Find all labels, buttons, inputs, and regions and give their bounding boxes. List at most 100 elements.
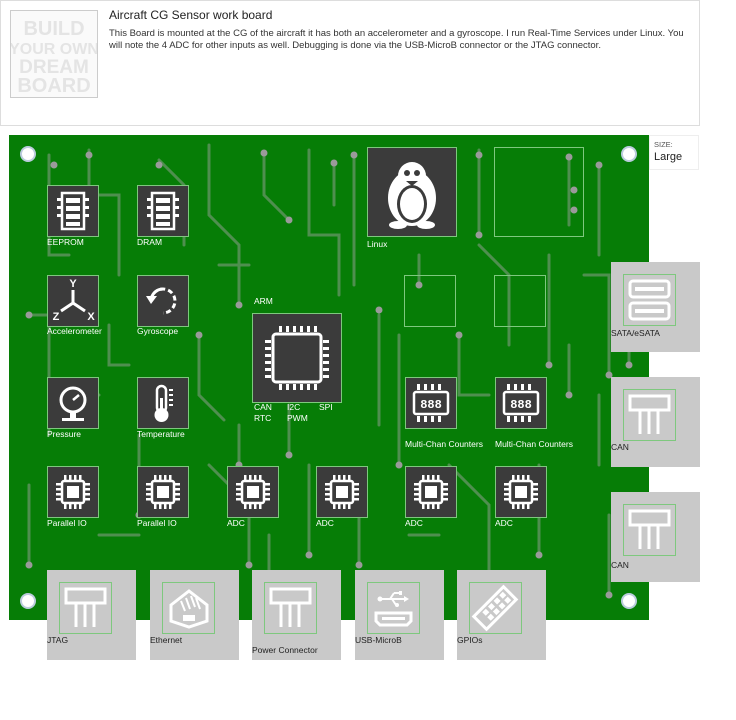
dram-label: DRAM (137, 237, 163, 247)
chip-icon (54, 473, 92, 511)
can-connector[interactable] (611, 492, 700, 582)
svg-text:Y: Y (69, 278, 77, 290)
counter-chip[interactable]: 888 (495, 377, 547, 429)
can-connector[interactable] (611, 377, 700, 467)
sata-icon (623, 274, 676, 326)
counter-display-icon: 888 (412, 384, 450, 422)
ethernet-label: Ethernet (150, 635, 183, 645)
chip-icon (502, 473, 540, 511)
size-indicator[interactable]: SIZE: Large (649, 135, 699, 170)
size-label: SIZE: (654, 140, 673, 149)
sata-connector[interactable] (611, 262, 700, 352)
pin-header-icon (623, 389, 676, 441)
counter-label: Multi-Chan Counters (495, 439, 573, 449)
arm-pwm-label: PWM (287, 413, 308, 423)
sata-label: SATA/eSATA (611, 328, 660, 338)
linux-label: Linux (367, 239, 388, 249)
adc-label: ADC (316, 518, 334, 528)
can-label: CAN (611, 560, 629, 570)
ethernet-connector[interactable] (150, 570, 239, 660)
gpio-label: GPIOs (457, 635, 483, 645)
jtag-connector[interactable] (47, 570, 136, 660)
gyroscope-chip[interactable] (137, 275, 189, 327)
penguin-icon (388, 162, 436, 229)
gyroscope-label: Gyroscope (137, 326, 179, 336)
svg-text:YOUR OWN: YOUR OWN (11, 41, 97, 58)
empty-slot[interactable] (494, 147, 584, 237)
parallel-io-label: Parallel IO (137, 518, 177, 528)
eeprom-chip[interactable] (47, 185, 99, 237)
pin-header-icon (59, 582, 112, 634)
arm-i2c-label: I2C (287, 402, 301, 412)
arm-processor[interactable] (252, 313, 342, 403)
usb-icon (367, 582, 420, 634)
memory-chip-icon (147, 191, 179, 231)
circuit-board: EEPROM DRAM Linux Y Z X Accelerometer (9, 135, 649, 620)
arm-label: ARM (254, 296, 273, 306)
pin-header-icon (623, 504, 676, 556)
arm-spi-label: SPI (319, 402, 333, 412)
power-connector-label: Power Connector (252, 645, 318, 655)
pressure-label: Pressure (47, 429, 82, 439)
svg-text:888: 888 (510, 398, 532, 412)
svg-text:BUILD: BUILD (23, 18, 84, 40)
svg-text:Z: Z (53, 311, 60, 323)
temperature-label: Temperature (137, 429, 185, 439)
xyz-axes-icon: Y Z X (53, 278, 96, 323)
adc-chip[interactable] (227, 466, 279, 518)
accelerometer-label: Accelerometer (47, 326, 102, 336)
parallel-io-chip[interactable] (137, 466, 189, 518)
jtag-label: JTAG (47, 635, 69, 645)
counter-label: Multi-Chan Counters (405, 439, 483, 449)
cpu-icon (265, 326, 329, 390)
parallel-io-chip[interactable] (47, 466, 99, 518)
board-header: BUILD YOUR OWN DREAM BOARD Aircraft CG S… (0, 0, 700, 126)
adc-chip[interactable] (405, 466, 457, 518)
svg-text:X: X (87, 311, 95, 323)
pin-header-icon (264, 582, 317, 634)
svg-text:888: 888 (420, 398, 442, 412)
usb-label: USB-MicroB (355, 635, 402, 645)
eeprom-label: EEPROM (47, 237, 84, 247)
svg-text:DREAM: DREAM (19, 57, 89, 78)
counter-chip[interactable]: 888 (405, 377, 457, 429)
arm-can-label: CAN (254, 402, 272, 412)
counter-display-icon: 888 (502, 384, 540, 422)
chip-icon (323, 473, 361, 511)
rotation-icon (146, 287, 177, 315)
power-connector[interactable] (252, 570, 341, 660)
pressure-sensor[interactable] (47, 377, 99, 429)
can-label: CAN (611, 442, 629, 452)
page-title: Aircraft CG Sensor work board (109, 8, 273, 22)
build-your-own-logo: BUILD YOUR OWN DREAM BOARD (10, 10, 98, 98)
dram-chip[interactable] (137, 185, 189, 237)
parallel-io-label: Parallel IO (47, 518, 87, 528)
adc-label: ADC (495, 518, 513, 528)
memory-chip-icon (57, 191, 89, 231)
adc-chip[interactable] (316, 466, 368, 518)
mounting-hole (621, 593, 637, 609)
chip-icon (234, 473, 272, 511)
chip-icon (412, 473, 450, 511)
thermometer-icon (154, 384, 173, 422)
accelerometer-chip[interactable]: Y Z X (47, 275, 99, 327)
temperature-sensor[interactable] (137, 377, 189, 429)
linux-module[interactable] (367, 147, 457, 237)
gauge-icon (59, 386, 87, 421)
gpio-header-icon (469, 582, 522, 634)
size-value: Large (654, 151, 683, 163)
adc-label: ADC (227, 518, 245, 528)
board-description: This Board is mounted at the CG of the a… (109, 28, 684, 51)
mounting-hole (20, 593, 36, 609)
empty-slot[interactable] (404, 275, 456, 327)
mounting-hole (621, 146, 637, 162)
adc-label: ADC (405, 518, 423, 528)
svg-text:BOARD: BOARD (17, 75, 90, 97)
adc-chip[interactable] (495, 466, 547, 518)
empty-slot[interactable] (494, 275, 546, 327)
gpio-connector[interactable] (457, 570, 546, 660)
arm-rtc-label: RTC (254, 413, 272, 423)
ethernet-jack-icon (162, 582, 215, 634)
mounting-hole (20, 146, 36, 162)
usb-connector[interactable] (355, 570, 444, 660)
